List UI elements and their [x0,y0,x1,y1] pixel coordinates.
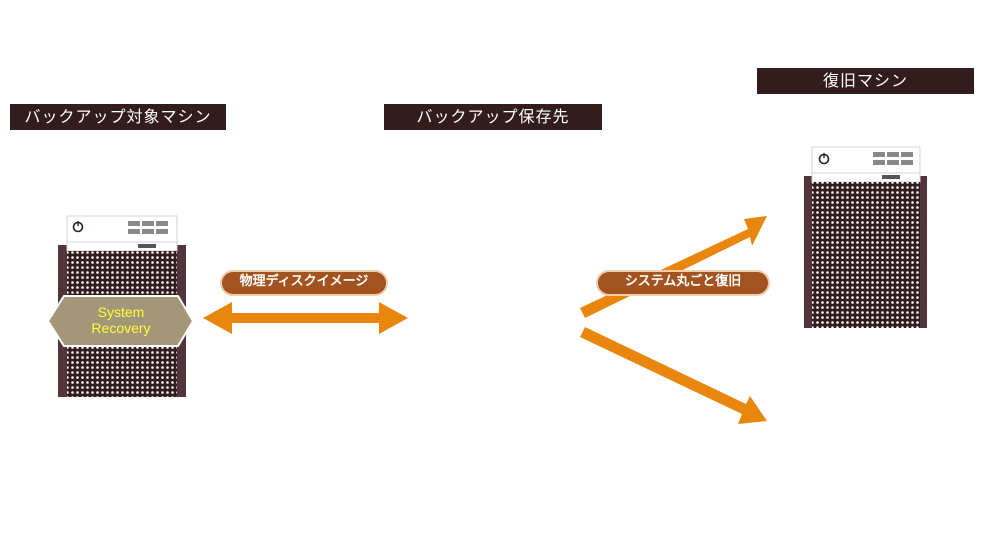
system-recovery-text: System Recovery [64,304,178,336]
physical-disk-image-label: 物理ディスクイメージ [220,270,388,296]
double-arrow [203,302,408,334]
backup-destination-title: バックアップ保存先 [384,104,602,130]
restore-machine-title: 復旧マシン [757,68,974,94]
power-icon [72,221,84,233]
system-recovery-badge [46,295,195,347]
restore-server-icon [804,146,927,328]
full-system-restore-label: システム丸ごと復旧 [596,270,770,296]
power-icon [818,153,830,165]
system-recovery-line2: Recovery [91,320,151,336]
source-machine-title: バックアップ対象マシン [10,104,226,130]
system-recovery-line1: System [97,304,145,320]
arrow-lower [580,327,767,424]
arrow-to-restore-machine [580,216,767,318]
